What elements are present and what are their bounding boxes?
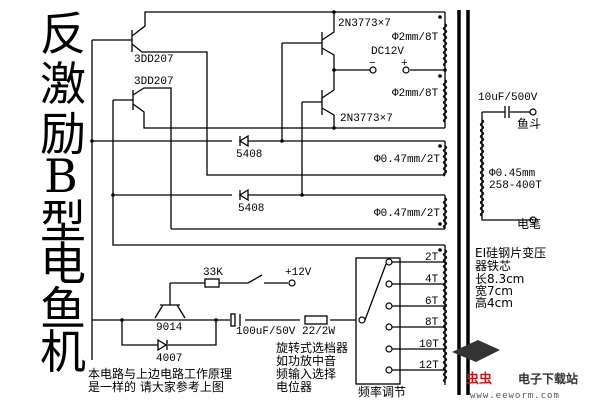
label-100uf: 100uF/50V: [236, 326, 296, 338]
transformer-core: [457, 10, 470, 395]
diode-5408-top: [238, 134, 249, 148]
core-note-line: 高4cm: [475, 295, 513, 310]
label-feedback-bottom: Φ0.47mm/2T: [374, 208, 440, 220]
diode-4007: [157, 338, 168, 352]
label-9014: 9014: [156, 322, 183, 334]
title-char: 电: [40, 237, 86, 291]
title-char: 机: [40, 325, 86, 379]
terminal-12v: [288, 279, 296, 287]
winding-coil: [442, 145, 448, 177]
tap-label: 12T: [419, 360, 439, 372]
graduation-cap-icon: [452, 340, 500, 362]
selector-title: 频率调节: [358, 384, 406, 399]
title-char: B: [44, 149, 78, 203]
label-primary-bottom: Φ2mm/8T: [392, 88, 439, 100]
core-note-line: EI硅钢片变压: [475, 245, 546, 260]
winding-coil: [442, 23, 448, 67]
label-secondary-turns: 258-400T: [489, 180, 542, 192]
selector-note-line: 频输入选择: [276, 366, 336, 381]
label-secondary-wire: Φ0.45mm: [489, 168, 536, 180]
core-note-line: 长8.3cm: [475, 272, 524, 286]
label-diode-3: 4007: [156, 353, 182, 365]
watermark-site-name: 电子下载站: [518, 371, 578, 386]
tap-label: 2T: [425, 252, 439, 264]
terminal-fish-scoop: [529, 108, 537, 116]
label-plus12v: +12V: [285, 267, 312, 279]
bottom-note-line: 是一样的 请大家参考上图: [88, 379, 224, 394]
terminal-minus: [369, 66, 377, 74]
label-dc12v: DC12V: [371, 46, 404, 58]
label-10uf: 10uF/500V: [478, 92, 538, 104]
selector-common: [358, 316, 366, 324]
tap-label: 10T: [419, 339, 439, 351]
title-char: 鱼: [40, 282, 86, 336]
winding-coil: [479, 119, 485, 217]
bottom-note: 本电路与上边电路工作原理 是一样的 请大家参考上图: [88, 366, 232, 394]
label-electric-pen: 电笔: [517, 216, 541, 231]
title-char: 激: [40, 57, 86, 111]
tap-labels: 2T 4T 6T 8T 10T 12T: [419, 252, 439, 372]
tap-label: 8T: [425, 317, 439, 329]
watermark: 虫虫 电子下载站 www.eeworm.com: [452, 340, 578, 401]
diagram-title: 反 激 励 B 型 电 鱼 机: [40, 7, 86, 379]
selector-note-line: 电位器: [276, 379, 312, 394]
label-3dd207-top: 3DD207: [134, 54, 174, 66]
wiring: [91, 11, 530, 385]
label-fish-scoop: 鱼斗: [517, 117, 541, 131]
winding-coil: [442, 79, 448, 123]
selector-note-line: 如功放中音: [276, 353, 336, 368]
selector-contacts: [385, 258, 393, 374]
label-feedback-top: Φ0.47mm/2T: [374, 154, 440, 166]
watermark-url: www.eeworm.com: [470, 391, 560, 401]
transformer-windings: [442, 23, 485, 383]
core-note: EI硅钢片变压 器铁芯 长8.3cm 宽7cm 高4cm: [475, 245, 546, 310]
core-note-line: 器铁芯: [475, 259, 511, 273]
label-22-2w: 22/2W: [302, 326, 335, 338]
bottom-note-line: 本电路与上边电路工作原理: [88, 366, 232, 381]
winding-coil: [442, 249, 448, 383]
label-33k: 33K: [203, 267, 223, 279]
tap-label: 4T: [425, 274, 439, 286]
terminal-plus: [402, 66, 410, 74]
resistor-33k: [204, 278, 220, 288]
winding-coil: [442, 197, 448, 229]
watermark-brand: 虫虫: [466, 371, 492, 387]
label-primary-top: Φ2mm/8T: [392, 32, 439, 44]
capacitor-10uf: [504, 106, 510, 118]
tap-label: 6T: [425, 296, 439, 308]
title-char: 反: [40, 7, 86, 61]
selector-note-line: 旋转式选档器: [276, 340, 348, 355]
resistor-22: [304, 315, 328, 325]
label-2n3773-bottom: 2N3773×7: [340, 113, 393, 125]
selector-note: 旋转式选档器 如功放中音 频输入选择 电位器: [276, 340, 348, 394]
junction-dots: [90, 10, 447, 322]
label-plus: +: [401, 58, 408, 70]
label-2n3773-top: 2N3773×7: [338, 18, 391, 30]
label-diode-1: 5408: [236, 149, 262, 161]
label-minus: −: [369, 58, 376, 70]
capacitor-100uf: [230, 313, 241, 327]
title-char: 型: [40, 195, 86, 249]
terminal-electric-pen: [529, 216, 537, 224]
core-note-line: 宽7cm: [475, 283, 513, 298]
label-diode-2: 5408: [238, 203, 264, 215]
diode-5408-bottom: [238, 188, 249, 202]
label-3dd207-bottom: 3DD207: [134, 76, 174, 88]
title-char: 励: [40, 107, 86, 161]
